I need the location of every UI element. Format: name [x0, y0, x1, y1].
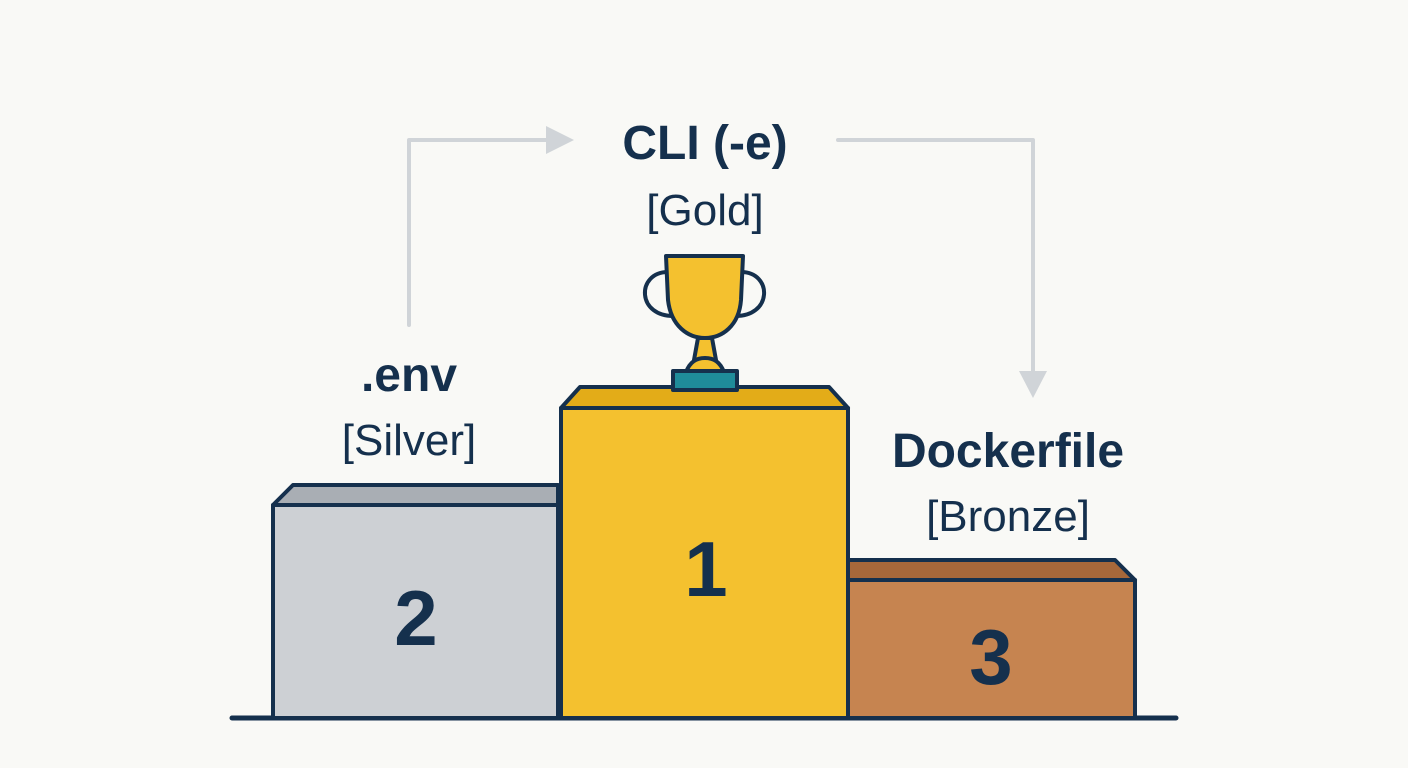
step-number-first: 1 — [684, 525, 727, 613]
podium-block-first-front — [559, 406, 850, 720]
arrowhead-right — [546, 126, 574, 154]
podium-block-second-top — [271, 483, 560, 507]
step-number-second: 2 — [394, 574, 437, 662]
trophy-handle-right — [731, 270, 767, 319]
podium-block-second — [271, 483, 560, 720]
label-first-rank: [Gold] — [646, 186, 763, 235]
arrowhead-down — [1019, 371, 1047, 398]
label-second-name: .env — [361, 349, 457, 402]
trophy-flare — [684, 356, 726, 374]
podium-block-third-front — [846, 578, 1137, 720]
step-number-third: 3 — [969, 613, 1012, 701]
trophy-cup — [664, 254, 745, 340]
label-third-rank: [Bronze] — [926, 492, 1090, 541]
label-first-name: CLI (-e) — [622, 117, 787, 170]
flow-arrows — [407, 138, 1035, 378]
podium-block-third-top — [846, 558, 1137, 582]
label-second-rank: [Silver] — [342, 416, 476, 465]
podium-block-first — [559, 385, 850, 720]
trophy-icon — [642, 254, 767, 392]
trophy-base — [671, 369, 739, 392]
podium-block-second-front — [271, 503, 560, 720]
arrow-silver-to-gold — [407, 138, 557, 327]
trophy-handle-left — [642, 270, 678, 319]
label-third-name: Dockerfile — [892, 425, 1124, 478]
arrow-gold-to-bronze — [836, 138, 1035, 378]
